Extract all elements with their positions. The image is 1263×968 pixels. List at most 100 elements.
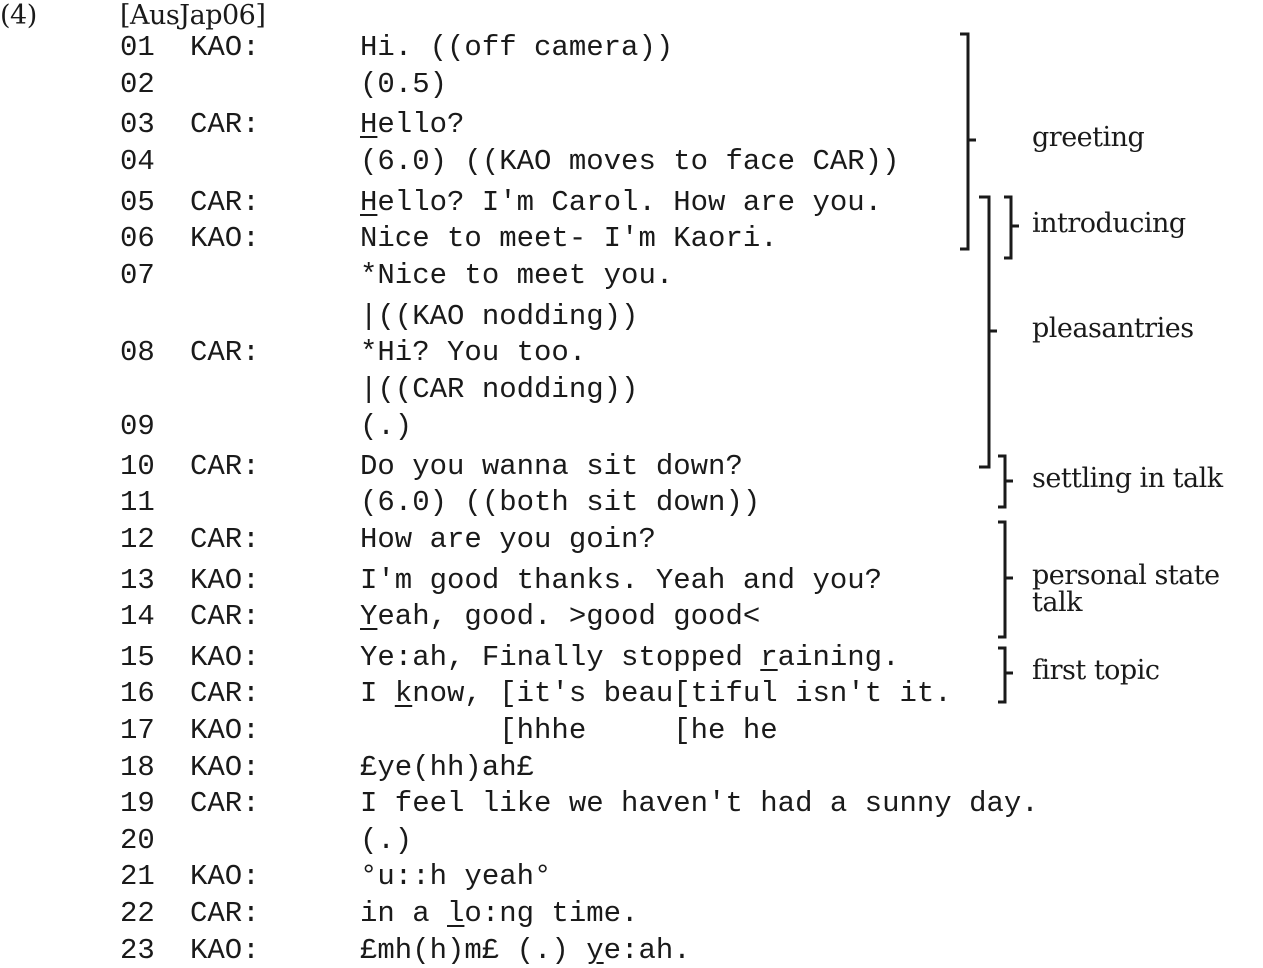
line-number: 21 (120, 860, 155, 893)
utterance: [hhhe [he he (360, 714, 778, 747)
speaker: CAR: (190, 450, 260, 483)
bracket-settling (998, 454, 1013, 509)
utterance-segment: aining. (777, 641, 900, 674)
utterance-segment: ello? (377, 108, 465, 141)
line-number: 05 (120, 186, 155, 219)
speaker: KAO: (190, 222, 260, 255)
utterance: Yeah, good. >good good< (360, 601, 760, 633)
utterance-segment: (6.0) ((both sit down)) (360, 486, 761, 519)
speaker: KAO: (190, 751, 260, 784)
line-number: 23 (120, 934, 155, 967)
speaker: CAR: (190, 787, 260, 820)
speaker: KAO: (190, 31, 260, 64)
speaker: CAR: (190, 600, 260, 633)
line-number: 12 (120, 523, 155, 556)
utterance-segment: I (360, 677, 395, 710)
utterance-segment: Ye:ah, Finally stopped (360, 641, 761, 674)
utterance: Ye:ah, Finally stopped raining. (360, 642, 900, 674)
utterance: I feel like we haven't had a sunny day. (360, 788, 1039, 820)
utterance-segment: |((CAR nodding)) (360, 373, 639, 406)
line-number: 09 (120, 410, 155, 443)
utterance: (0.5) (360, 69, 447, 101)
utterance: |((CAR nodding)) (360, 374, 638, 406)
utterance: Do you wanna sit down? (360, 451, 743, 483)
utterance: Hi. ((off camera)) (360, 32, 673, 64)
line-number: 18 (120, 751, 155, 784)
example-id: [AusJap06] (120, 0, 266, 31)
bracket-introducing (1004, 195, 1019, 260)
utterance: I'm good thanks. Yeah and you? (360, 565, 882, 597)
line-number: 17 (120, 714, 155, 747)
speaker: CAR: (190, 523, 260, 556)
utterance-segment: (.) (360, 824, 413, 857)
utterance-segment: (.) (360, 410, 413, 443)
line-number: 10 (120, 450, 155, 483)
stressed-segment: r (760, 641, 778, 674)
stressed-segment: H (360, 186, 378, 219)
label-introducing: introducing (1032, 208, 1186, 239)
line-number: 11 (120, 486, 155, 519)
utterance-segment: £ye(hh)ah£ (360, 751, 535, 784)
utterance-segment: now, [it's beau[tiful isn't it. (412, 677, 952, 710)
speaker: CAR: (190, 186, 260, 219)
label-personal-state-talk: personal state talk (1032, 560, 1220, 618)
stressed-segment: H (360, 108, 378, 141)
speaker: KAO: (190, 860, 260, 893)
utterance-segment: in a (360, 897, 448, 930)
line-number: 08 (120, 336, 155, 369)
speaker: KAO: (190, 641, 260, 674)
label-first-topic: first topic (1032, 655, 1160, 686)
example-number: (4) (0, 0, 37, 31)
utterance: Nice to meet- I'm Kaori. (360, 223, 778, 255)
utterance-segment: I feel like we haven't had a sunny day. (360, 787, 1039, 820)
utterance-segment: Hi. ((off camera)) (360, 31, 674, 64)
utterance-segment: £mh(h)m£ (.) (360, 934, 587, 967)
utterance: (.) (360, 411, 412, 443)
utterance-segment: How are you goin? (360, 523, 656, 556)
utterance: How are you goin? (360, 524, 656, 556)
utterance: |((KAO nodding)) (360, 301, 638, 333)
utterance: £ye(hh)ah£ (360, 752, 534, 784)
utterance: °u::h yeah° (360, 861, 551, 893)
utterance-segment: [hhhe [he he (360, 714, 778, 747)
line-number: 22 (120, 897, 155, 930)
utterance-segment: Do you wanna sit down? (360, 450, 743, 483)
line-number: 16 (120, 677, 155, 710)
bracket-personal (998, 520, 1013, 639)
line-number: 01 (120, 31, 155, 64)
label-pleasantries: pleasantries (1032, 313, 1194, 344)
line-number: 03 (120, 108, 155, 141)
speaker: CAR: (190, 108, 260, 141)
line-number: 14 (120, 600, 155, 633)
utterance-segment: eah, good. >good good< (377, 600, 761, 633)
utterance: Hello? (360, 109, 464, 141)
utterance: (6.0) ((KAO moves to face CAR)) (360, 146, 900, 178)
utterance: *Hi? You too. (360, 337, 586, 369)
line-number: 20 (120, 824, 155, 857)
label-greeting: greeting (1032, 122, 1145, 153)
speaker: CAR: (190, 677, 260, 710)
utterance-segment: Nice to meet- I'm Kaori. (360, 222, 778, 255)
bracket-pleasantries (979, 195, 997, 469)
utterance-segment: o:ng time. (464, 897, 639, 930)
speaker: CAR: (190, 897, 260, 930)
utterance-segment: °u::h yeah° (360, 860, 552, 893)
speaker: KAO: (190, 564, 260, 597)
line-number: 15 (120, 641, 155, 674)
stressed-segment: y (586, 934, 604, 967)
label-settling-in-talk: settling in talk (1032, 463, 1223, 494)
line-number: 13 (120, 564, 155, 597)
utterance-segment: (6.0) ((KAO moves to face CAR)) (360, 145, 900, 178)
stressed-segment: l (447, 897, 465, 930)
speaker: KAO: (190, 934, 260, 967)
utterance-segment: e:ah. (603, 934, 691, 967)
utterance-segment: (0.5) (360, 68, 448, 101)
utterance: (.) (360, 825, 412, 857)
line-number: 07 (120, 259, 155, 292)
line-number: 06 (120, 222, 155, 255)
utterance-segment: I'm good thanks. Yeah and you? (360, 564, 883, 597)
utterance: Hello? I'm Carol. How are you. (360, 187, 882, 219)
utterance-segment: *Hi? You too. (360, 336, 587, 369)
utterance: I know, [it's beau[tiful isn't it. (360, 678, 952, 710)
